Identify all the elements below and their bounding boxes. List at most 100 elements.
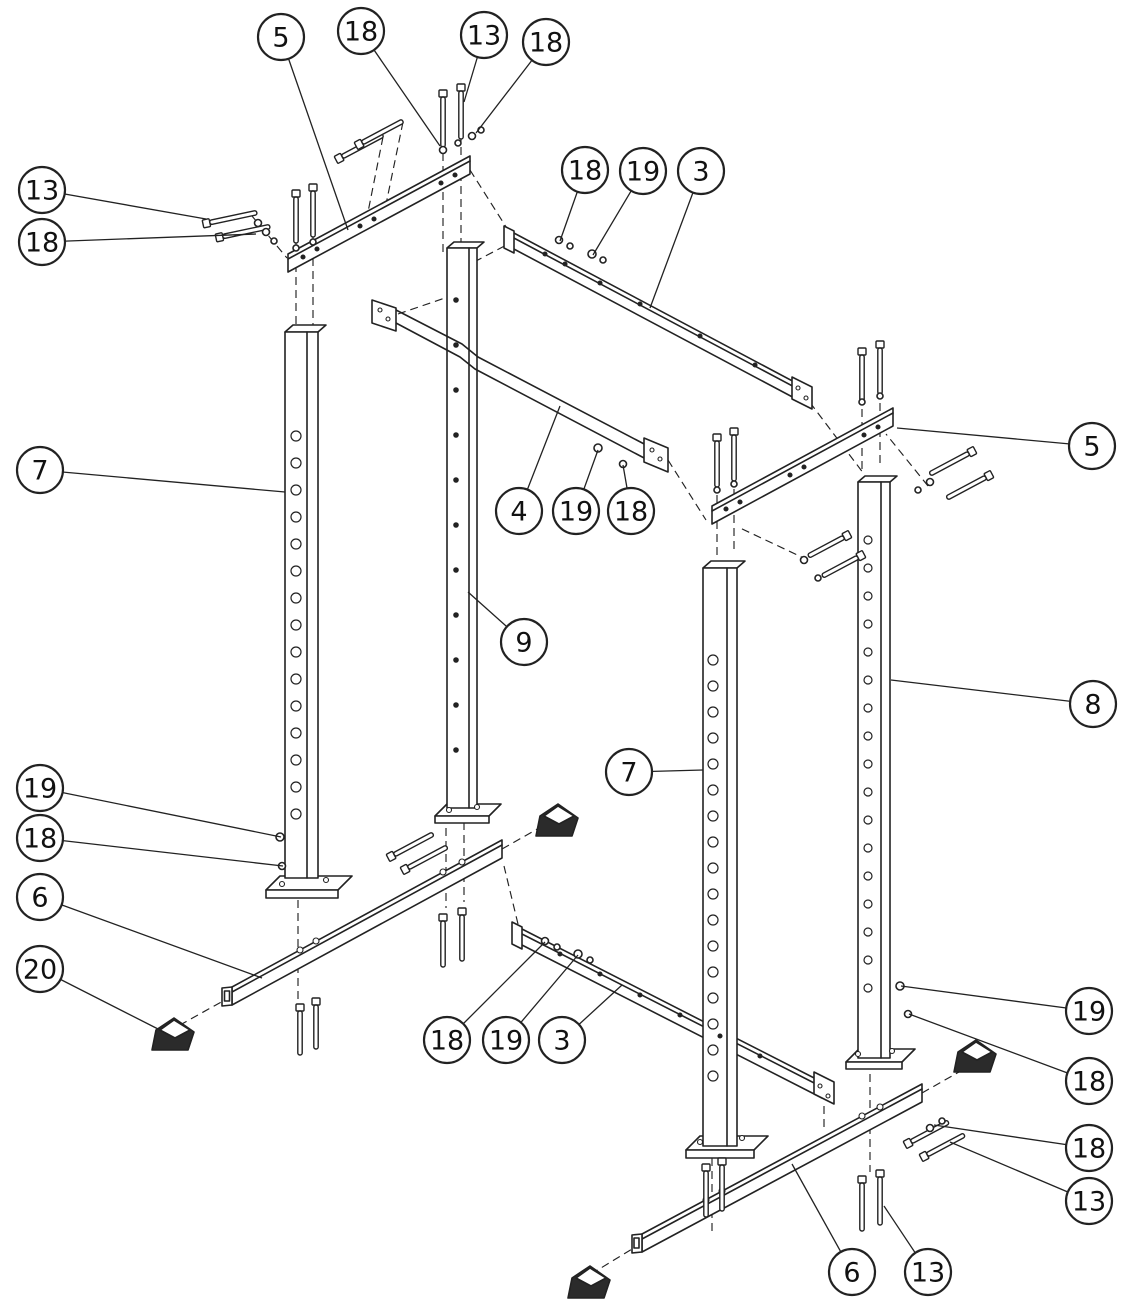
callout-leader-line bbox=[40, 470, 285, 492]
bolt-13 bbox=[858, 348, 866, 401]
bolt-13 bbox=[730, 428, 738, 481]
bolt-13 bbox=[807, 530, 852, 559]
callout-balloon-13: 13 bbox=[461, 12, 507, 58]
hole bbox=[454, 298, 458, 302]
callout-label: 3 bbox=[553, 1026, 570, 1057]
hole bbox=[454, 433, 458, 437]
callout-label: 19 bbox=[489, 1026, 523, 1057]
hole bbox=[475, 805, 480, 810]
hole bbox=[758, 1054, 762, 1058]
part-top-crossbar-5-left bbox=[288, 156, 470, 272]
bolt-13 bbox=[202, 209, 257, 228]
hole bbox=[598, 281, 602, 285]
hole bbox=[454, 568, 458, 572]
bolt-13 bbox=[876, 341, 884, 394]
callout-balloon-18: 18 bbox=[1066, 1125, 1112, 1171]
hole bbox=[291, 566, 301, 576]
hole bbox=[864, 676, 872, 684]
part-upright-9-rear-left bbox=[435, 242, 501, 823]
washer bbox=[554, 944, 560, 950]
callout-balloon-18: 18 bbox=[17, 815, 63, 861]
callout-balloon-9: 9 bbox=[501, 619, 547, 665]
part-base-crossbar-3-bottom bbox=[512, 922, 834, 1104]
hole bbox=[453, 173, 457, 177]
callout-label: 13 bbox=[1072, 1187, 1106, 1218]
hole bbox=[708, 889, 718, 899]
callout-balloon-6: 6 bbox=[829, 1249, 875, 1295]
bolt-13 bbox=[713, 434, 721, 487]
bolt-13 bbox=[354, 118, 405, 150]
hole bbox=[698, 334, 702, 338]
callout-label: 18 bbox=[430, 1026, 464, 1057]
hole bbox=[558, 952, 562, 956]
callout-label: 19 bbox=[559, 497, 593, 528]
bolt-holes bbox=[280, 173, 895, 1203]
callout-label: 19 bbox=[1072, 997, 1106, 1028]
hole bbox=[859, 1113, 865, 1119]
callout-leader-line bbox=[891, 680, 1093, 704]
callout-balloon-7: 7 bbox=[17, 447, 63, 493]
part-pullup-bar-4 bbox=[372, 300, 668, 472]
foot-end-cap-20-right bbox=[954, 1040, 996, 1072]
hole bbox=[708, 915, 718, 925]
hole bbox=[454, 613, 458, 617]
hole bbox=[877, 1104, 883, 1110]
callout-label: 4 bbox=[510, 497, 527, 528]
washer bbox=[310, 239, 316, 245]
hole bbox=[864, 984, 872, 992]
callout-balloon-3: 3 bbox=[678, 148, 724, 194]
washer bbox=[588, 250, 596, 258]
callout-label: 20 bbox=[23, 955, 57, 986]
hole bbox=[802, 465, 806, 469]
bolt-13 bbox=[945, 470, 994, 501]
hole bbox=[864, 732, 872, 740]
bolt-13 bbox=[718, 1158, 726, 1211]
callout-balloon-18: 18 bbox=[523, 19, 569, 65]
hole bbox=[454, 658, 458, 662]
bolt-13 bbox=[386, 831, 435, 862]
callout-balloon-6: 6 bbox=[17, 874, 63, 920]
part-upright-7-front-right bbox=[686, 561, 768, 1158]
callout-label: 19 bbox=[626, 157, 660, 188]
hole bbox=[708, 759, 718, 769]
hole bbox=[291, 674, 301, 684]
washer bbox=[455, 140, 461, 146]
hole bbox=[740, 1136, 745, 1141]
hole bbox=[291, 782, 301, 792]
callout-label: 5 bbox=[272, 23, 289, 54]
callout-leader-line bbox=[40, 788, 281, 837]
hole bbox=[454, 388, 458, 392]
washers-and-spacers bbox=[255, 127, 946, 1132]
hole bbox=[864, 592, 872, 600]
hole bbox=[708, 1071, 718, 1081]
hole bbox=[454, 478, 458, 482]
hole bbox=[324, 878, 329, 883]
foot-end-cap-20-bottom bbox=[568, 1266, 610, 1298]
hole bbox=[864, 788, 872, 796]
callout-label: 18 bbox=[344, 17, 378, 48]
bolt-13 bbox=[292, 190, 300, 243]
hole bbox=[291, 809, 301, 819]
callout-label: 18 bbox=[25, 228, 59, 259]
hole bbox=[788, 473, 792, 477]
hole bbox=[291, 593, 301, 603]
callout-balloon-5: 5 bbox=[1069, 423, 1115, 469]
hole bbox=[698, 1140, 703, 1145]
hole bbox=[738, 500, 742, 504]
hole bbox=[291, 701, 301, 711]
hole bbox=[864, 956, 872, 964]
hole bbox=[826, 1094, 830, 1098]
hole bbox=[678, 1013, 682, 1017]
callout-leader-line bbox=[42, 190, 206, 219]
hole bbox=[708, 811, 718, 821]
hole bbox=[440, 869, 446, 875]
callout-label: 3 bbox=[692, 157, 709, 188]
callout-leader-line bbox=[40, 897, 262, 978]
washer bbox=[801, 557, 808, 564]
callout-label: 6 bbox=[31, 883, 48, 914]
hole bbox=[890, 1049, 895, 1054]
callout-leader-line bbox=[42, 234, 256, 242]
hole bbox=[291, 485, 301, 495]
callout-balloon-19: 19 bbox=[553, 488, 599, 534]
